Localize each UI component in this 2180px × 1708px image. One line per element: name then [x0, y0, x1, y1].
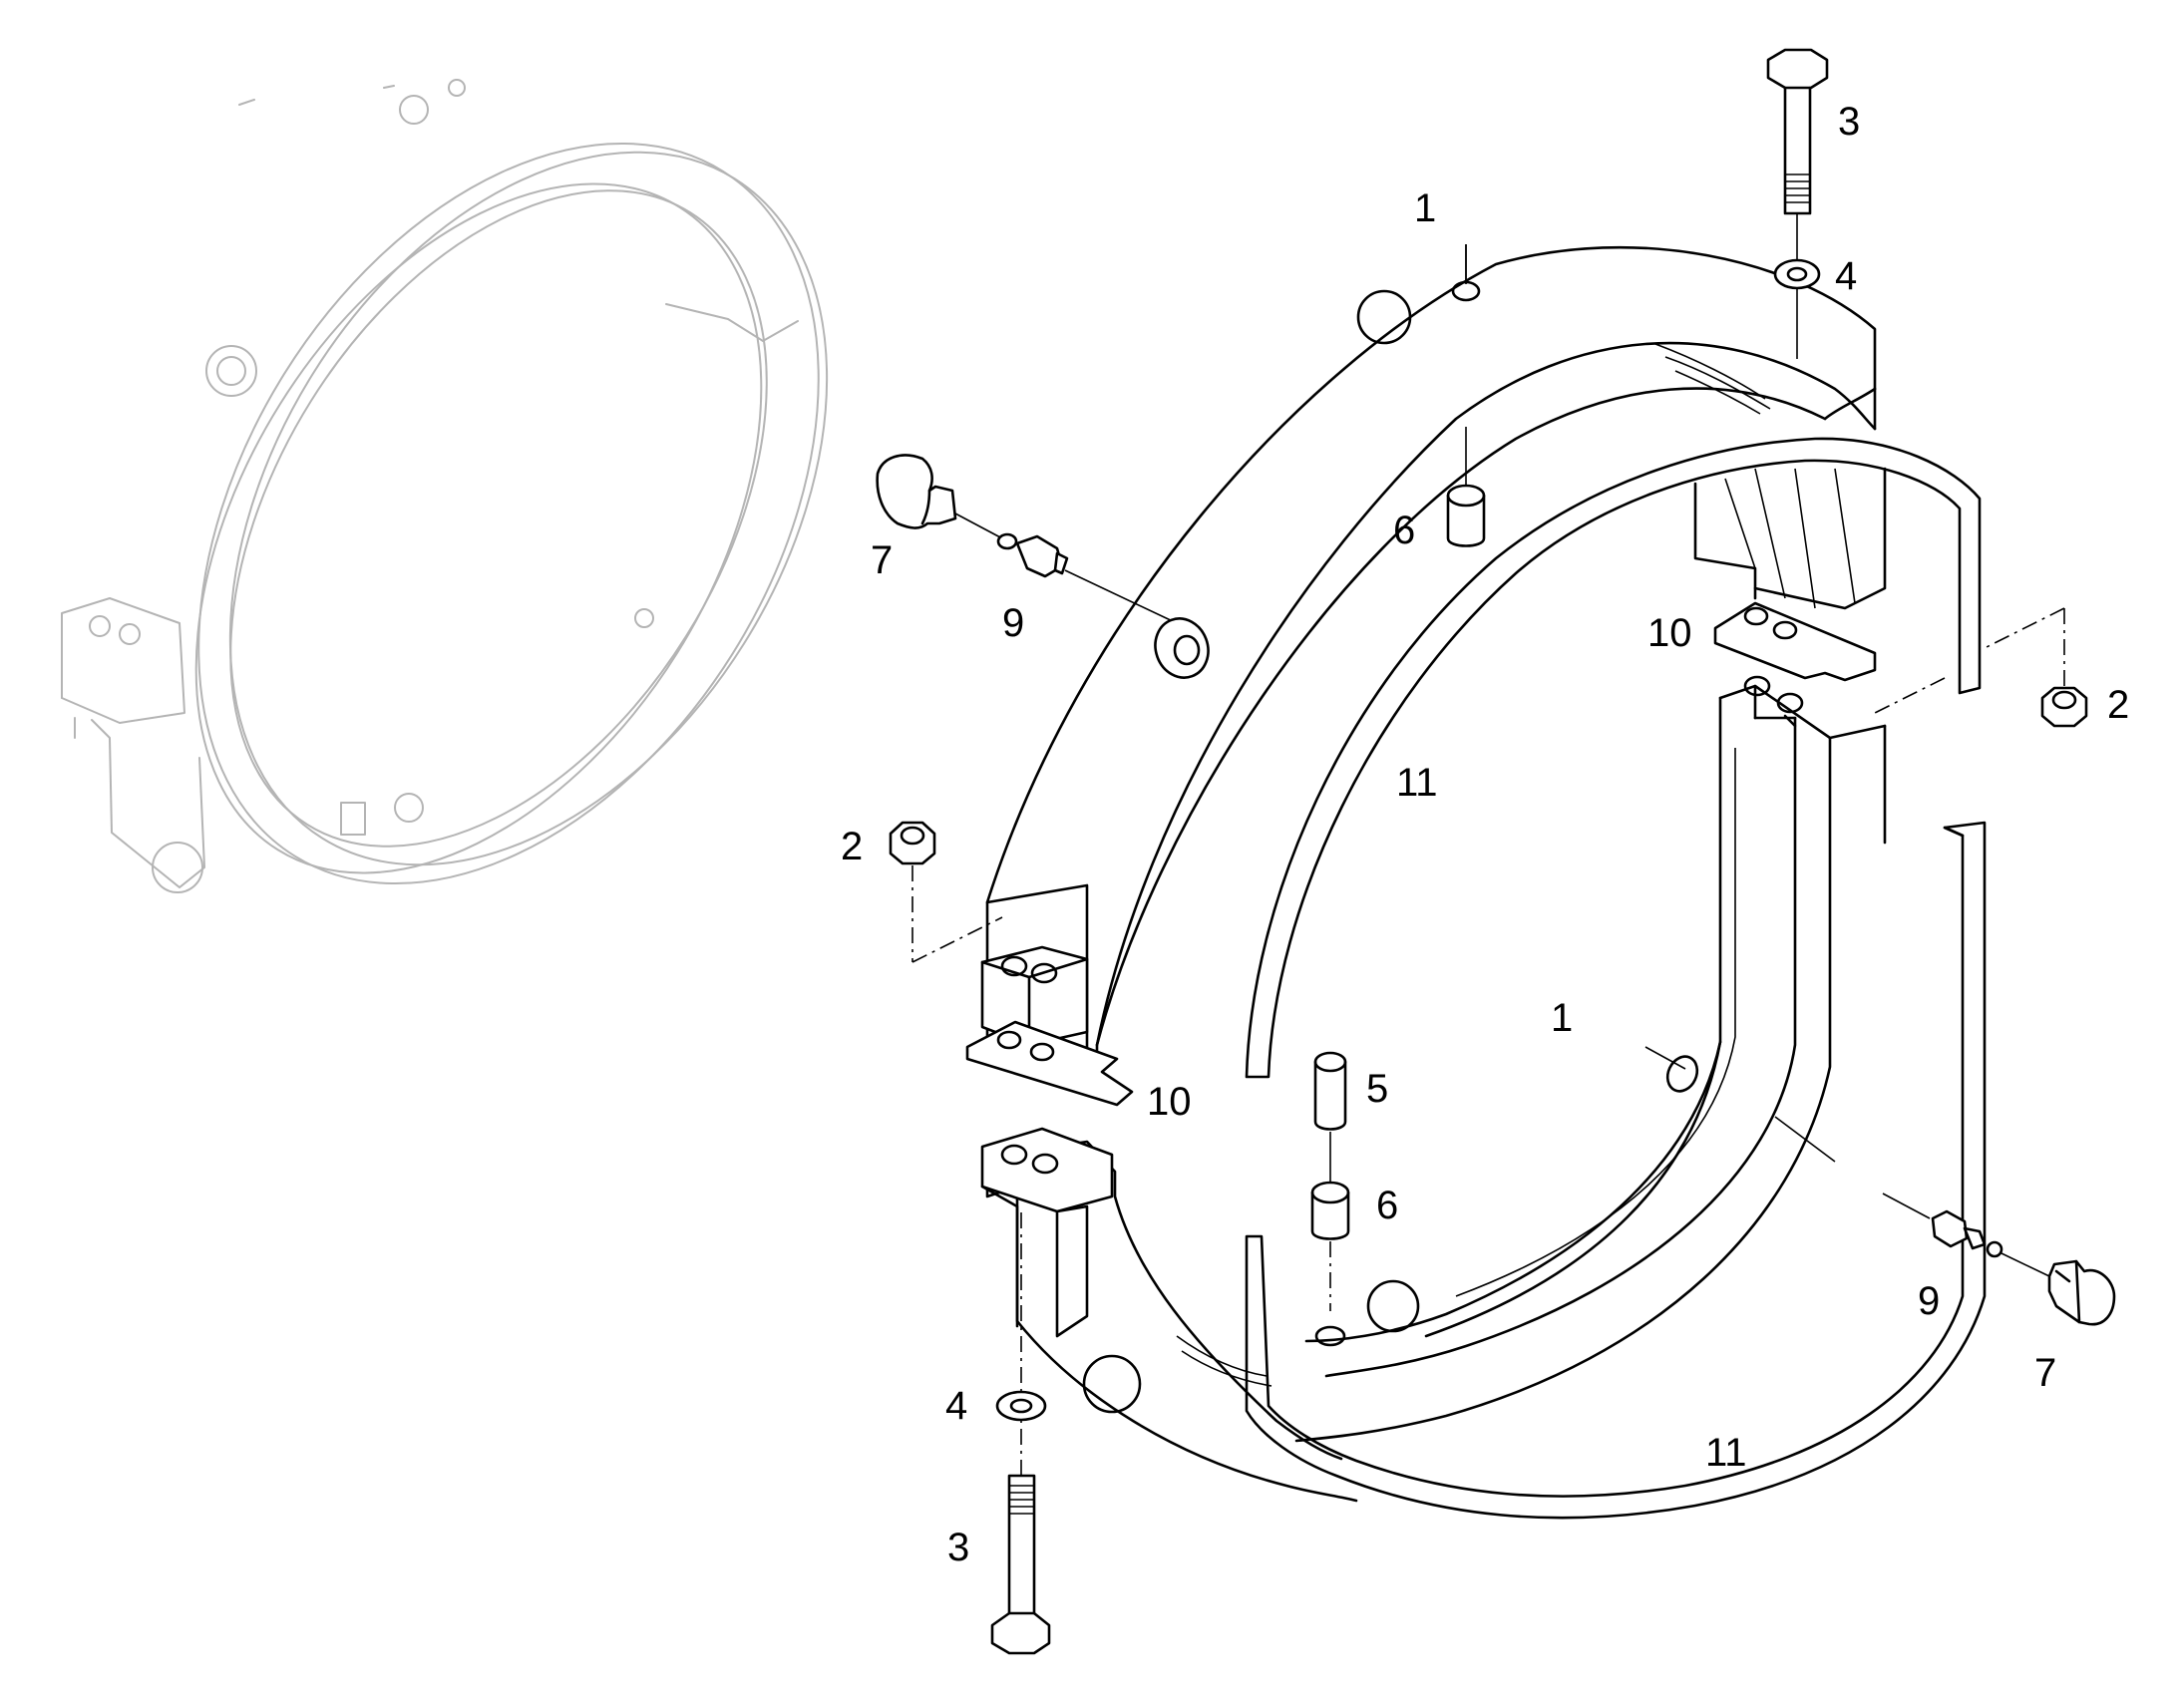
nut-right	[1874, 607, 2088, 728]
callout-11-bottom: 11	[1705, 1431, 1747, 1475]
shim-lower	[965, 1020, 1134, 1107]
bolt-bottom	[990, 1211, 1051, 1655]
plug-right	[2047, 1259, 2116, 1326]
callout-2-left: 2	[841, 825, 863, 868]
callout-10-top: 10	[1647, 611, 1692, 655]
plug-left	[876, 454, 1003, 539]
callout-7-right: 7	[2034, 1351, 2056, 1395]
lower-ring-half	[980, 1127, 1358, 1503]
washer-bottom	[995, 1390, 1047, 1422]
callout-3-top: 3	[1838, 100, 1860, 144]
sleeve-top	[1446, 244, 1486, 547]
callout-9-right: 9	[1918, 1279, 1940, 1323]
callout-1-mid: 1	[1551, 996, 1573, 1040]
callout-labels: 1 1 2 2 3 3 4 4 5 6 6 7 7 9 9 10 10 11 1…	[841, 100, 2129, 1569]
callout-5: 5	[1366, 1067, 1388, 1111]
assembled-ring-ghost	[61, 79, 829, 893]
liner-upper-block	[1693, 467, 1887, 610]
washer-top	[1773, 258, 1821, 359]
pin-5	[1313, 1051, 1347, 1182]
callout-7-left: 7	[871, 538, 893, 582]
upper-ring-half	[980, 245, 1877, 1071]
callout-11-top: 11	[1396, 761, 1438, 805]
shim-upper	[1713, 601, 1877, 682]
leader-1-mid	[1644, 1046, 1686, 1070]
callout-6-top: 6	[1393, 509, 1415, 552]
callout-3-bottom: 3	[947, 1526, 969, 1569]
callout-2-right: 2	[2107, 683, 2129, 727]
sleeve-bottom	[1310, 1181, 1420, 1347]
callout-9-left: 9	[1002, 601, 1024, 645]
leader-ring-right	[1774, 1116, 1836, 1163]
callout-10-left: 10	[1147, 1080, 1192, 1124]
nut-left	[889, 821, 1003, 963]
liner-right-half	[1294, 675, 1887, 1443]
callout-4-bottom: 4	[945, 1384, 967, 1428]
bolt-top	[1766, 48, 1829, 264]
callout-6-bottom: 6	[1376, 1184, 1398, 1227]
seal-ring-strips	[1245, 437, 1987, 1520]
callout-4-top: 4	[1835, 254, 1857, 298]
callout-1-top: 1	[1414, 186, 1436, 230]
grease-nipple-right	[1882, 1193, 2050, 1277]
grease-nipple-left	[996, 532, 1210, 679]
